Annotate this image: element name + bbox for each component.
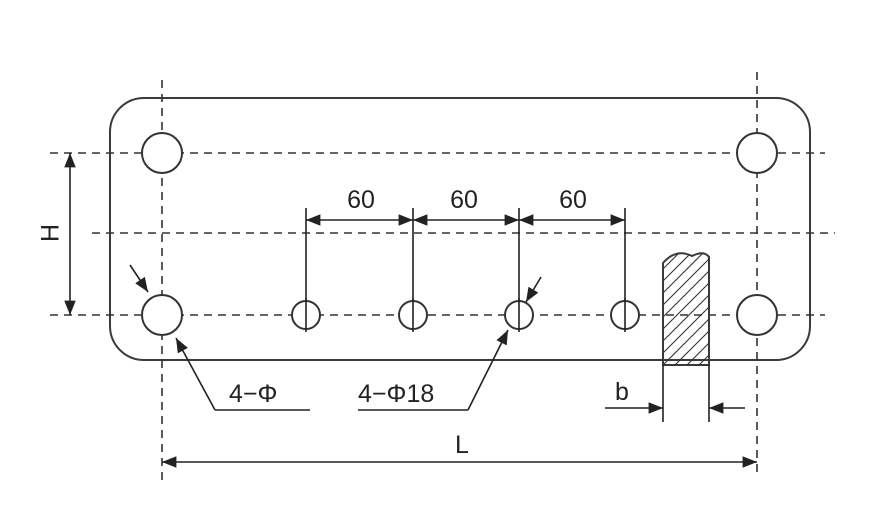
spacing-dimensions bbox=[305, 208, 626, 300]
length-label: L bbox=[455, 431, 469, 459]
height-label: H bbox=[37, 224, 65, 242]
spacing-label-3: 60 bbox=[559, 186, 587, 214]
inner-holes bbox=[291, 298, 640, 332]
plate-outline bbox=[109, 97, 811, 361]
corner-hole-leader bbox=[129, 264, 310, 411]
inner-hole-label: 4−Φ18 bbox=[358, 380, 434, 408]
corner-hole-label: 4−Φ bbox=[229, 380, 277, 408]
plate-section-hatch bbox=[662, 252, 710, 366]
thickness-dimension bbox=[605, 365, 745, 422]
spacing-label-2: 60 bbox=[450, 186, 478, 214]
inner-hole-leader bbox=[358, 276, 542, 411]
corner-holes bbox=[141, 132, 778, 336]
spacing-label-1: 60 bbox=[347, 186, 375, 214]
thickness-label: b bbox=[615, 378, 629, 406]
